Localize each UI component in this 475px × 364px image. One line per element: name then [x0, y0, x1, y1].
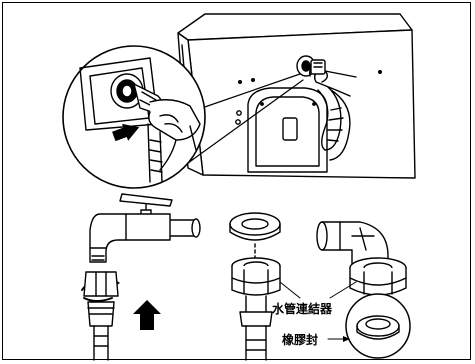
faucet-assembly: [81, 193, 201, 361]
water-pipe-connector-label: 水管連結器: [272, 302, 333, 316]
leader-lines: [279, 281, 357, 342]
connector-with-washer-left: [229, 212, 281, 361]
zoom-callout: [62, 45, 304, 189]
connector-with-washer-right: [316, 221, 411, 359]
rubber-washer-label: 橡膠封: [282, 333, 319, 347]
washing-machine: [177, 13, 416, 179]
